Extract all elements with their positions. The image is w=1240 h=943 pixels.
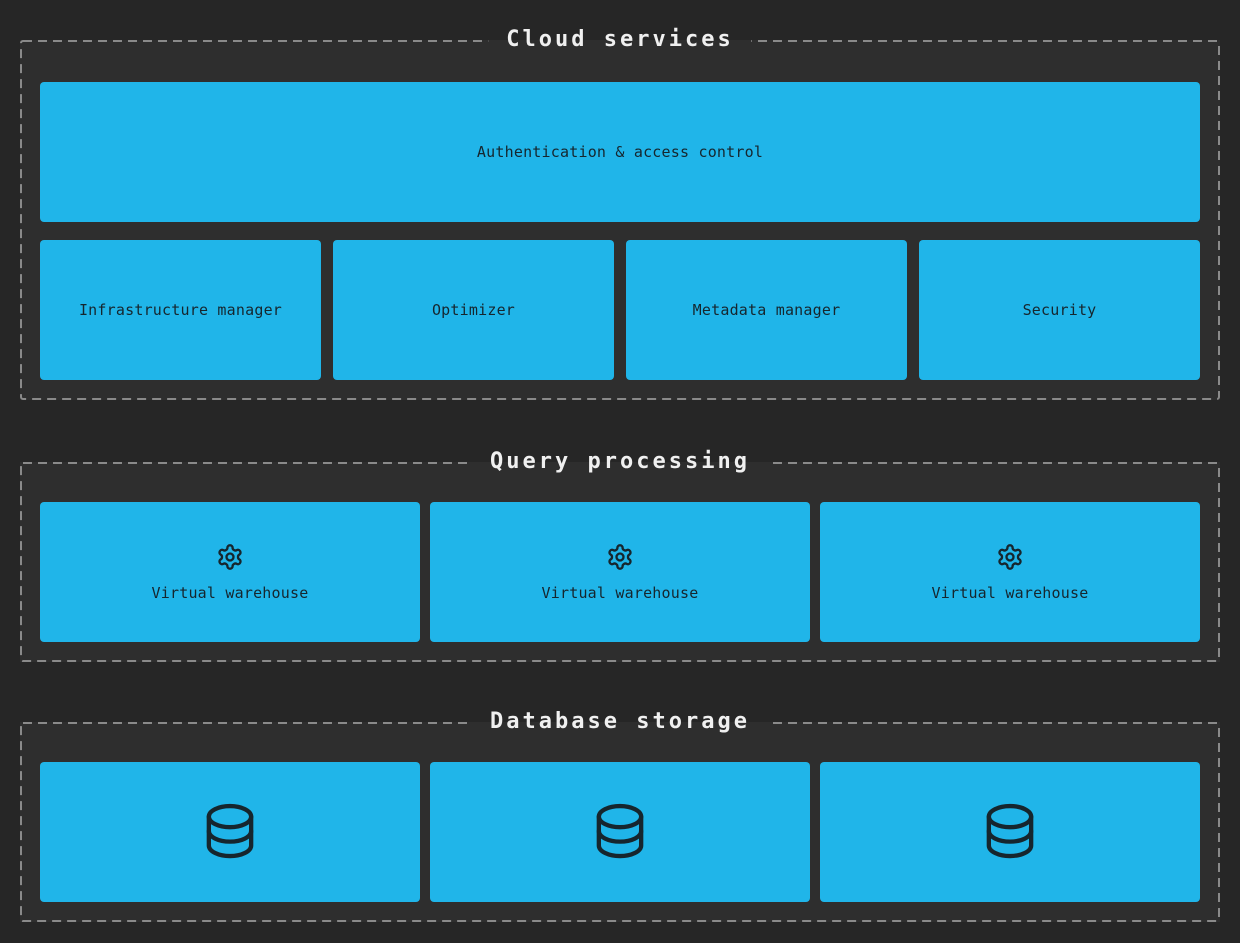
database-icon (595, 803, 645, 861)
section-title-database-storage: Database storage (472, 707, 768, 737)
section-cloud-services: Cloud services Authentication & access c… (20, 25, 1220, 400)
virtual-warehouse-label: Virtual warehouse (931, 583, 1089, 602)
gear-icon (216, 543, 244, 571)
section-database-storage: Database storage (20, 707, 1220, 922)
cloud-services-box-row: Infrastructure manager Optimizer Metadat… (40, 240, 1200, 380)
database-icon (205, 803, 255, 861)
virtual-warehouse-box-2: Virtual warehouse (430, 502, 810, 642)
optimizer-label: Optimizer (431, 301, 516, 319)
database-storage-box-row (40, 762, 1200, 902)
query-processing-box-row: Virtual warehouse Virtual warehouse (40, 502, 1200, 642)
auth-access-control-box: Authentication & access control (40, 82, 1200, 222)
optimizer-box: Optimizer (333, 240, 614, 380)
virtual-warehouse-label: Virtual warehouse (151, 583, 309, 602)
metadata-manager-label: Metadata manager (692, 301, 841, 319)
section-query-processing: Query processing Virtual warehouse (20, 447, 1220, 662)
virtual-warehouse-box-3: Virtual warehouse (820, 502, 1200, 642)
database-box-2 (430, 762, 810, 902)
security-label: Security (1022, 301, 1097, 319)
virtual-warehouse-box-1: Virtual warehouse (40, 502, 420, 642)
gear-icon (606, 543, 634, 571)
section-title-cloud-services: Cloud services (488, 25, 752, 55)
section-title-query-processing: Query processing (472, 447, 768, 477)
gear-icon (996, 543, 1024, 571)
database-icon (985, 803, 1035, 861)
auth-access-control-label: Authentication & access control (476, 143, 764, 161)
security-box: Security (919, 240, 1200, 380)
infrastructure-manager-label: Infrastructure manager (78, 301, 283, 319)
database-box-1 (40, 762, 420, 902)
metadata-manager-box: Metadata manager (626, 240, 907, 380)
database-box-3 (820, 762, 1200, 902)
virtual-warehouse-label: Virtual warehouse (541, 583, 699, 602)
infrastructure-manager-box: Infrastructure manager (40, 240, 321, 380)
